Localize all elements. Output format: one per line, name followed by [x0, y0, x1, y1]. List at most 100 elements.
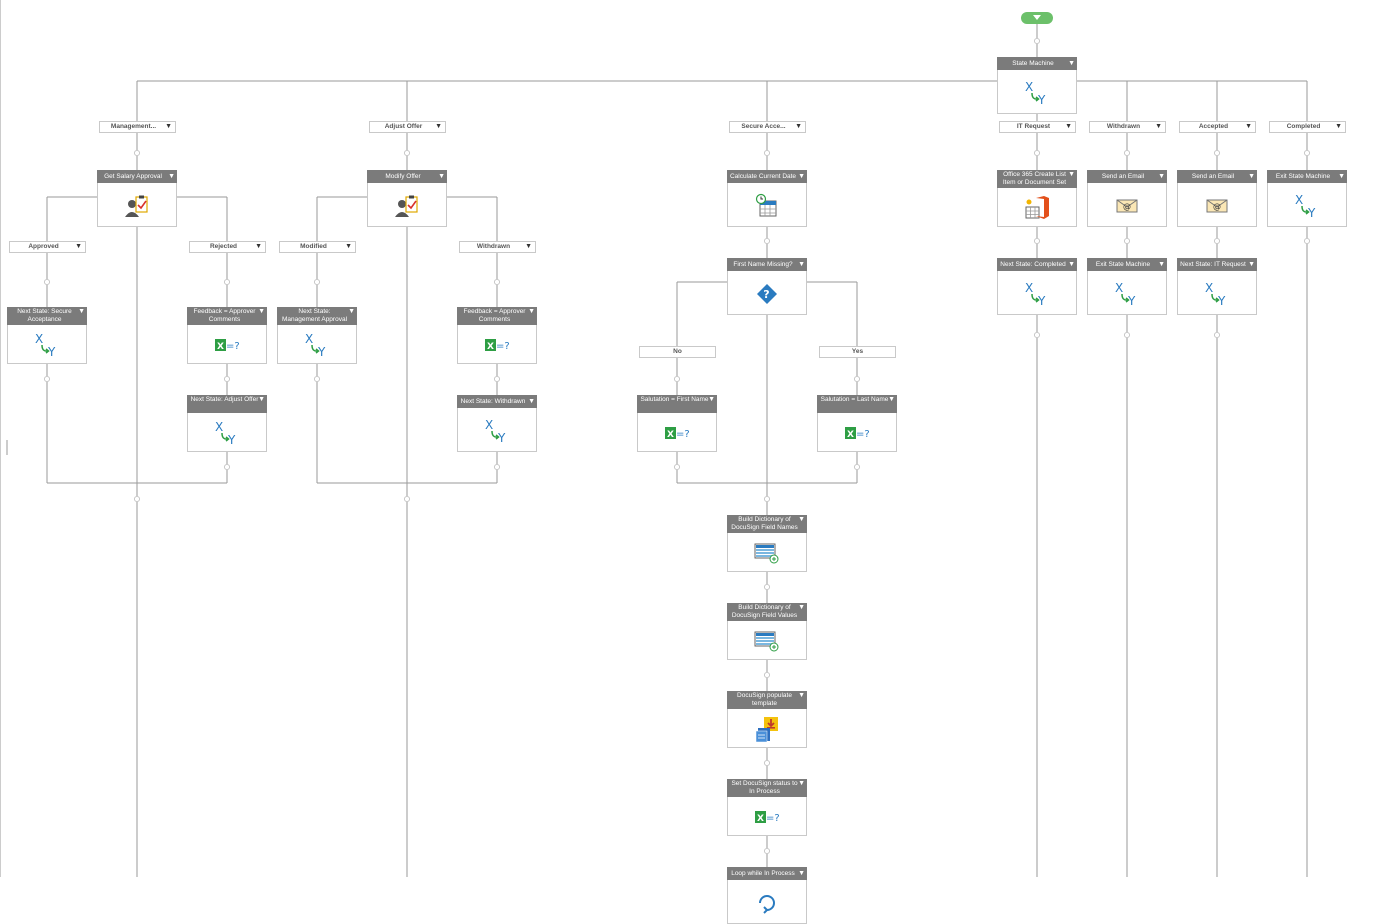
node-header[interactable]: Get Salary Approval▼: [97, 170, 177, 183]
node-header[interactable]: First Name Missing?▼: [727, 258, 807, 271]
action-node-salutation-last-name[interactable]: Salutation = Last Name▼X=?: [817, 395, 897, 452]
branch-label-accepted[interactable]: Accepted▼: [1179, 121, 1256, 133]
branch-dropdown-icon[interactable]: ▼: [435, 123, 442, 130]
connector-drop-point[interactable]: [1123, 331, 1131, 339]
connector-drop-point[interactable]: [1123, 149, 1131, 157]
connector-drop-point[interactable]: [313, 375, 321, 383]
branch-dropdown-icon[interactable]: ▼: [75, 243, 82, 250]
node-header[interactable]: Next State: Completed▼: [997, 258, 1077, 271]
connector-drop-point[interactable]: [853, 375, 861, 383]
action-node-first-name-missing[interactable]: First Name Missing?▼?: [727, 258, 807, 315]
node-header[interactable]: DocuSign populate template▼: [727, 691, 807, 709]
node-menu-dropdown-icon[interactable]: ▼: [348, 308, 355, 315]
node-menu-dropdown-icon[interactable]: ▼: [528, 398, 535, 405]
connector-drop-point[interactable]: [1303, 149, 1311, 157]
branch-label-management[interactable]: Management...▼: [99, 121, 176, 133]
node-menu-dropdown-icon[interactable]: ▼: [1158, 173, 1165, 180]
branch-label-withdrawn-2[interactable]: Withdrawn▼: [459, 241, 536, 253]
branch-label-secure-acceptance[interactable]: Secure Acce...▼: [729, 121, 806, 133]
node-header[interactable]: Feedback = Approver Comments▼: [457, 307, 537, 325]
node-menu-dropdown-icon[interactable]: ▼: [1068, 171, 1075, 178]
connector-drop-point[interactable]: [493, 278, 501, 286]
branch-dropdown-icon[interactable]: ▼: [795, 123, 802, 130]
connector-drop-point[interactable]: [493, 375, 501, 383]
branch-label-no[interactable]: No: [639, 346, 716, 358]
action-node-get-salary-approval[interactable]: Get Salary Approval▼: [97, 170, 177, 227]
node-menu-dropdown-icon[interactable]: ▼: [1158, 261, 1165, 268]
branch-dropdown-icon[interactable]: ▼: [255, 243, 262, 250]
connector-drop-point[interactable]: [1213, 149, 1221, 157]
connector-drop-point[interactable]: [493, 463, 501, 471]
node-header[interactable]: Exit State Machine▼: [1087, 258, 1167, 271]
branch-label-withdrawn[interactable]: Withdrawn▼: [1089, 121, 1166, 133]
action-node-salutation-first-name[interactable]: Salutation = First Name▼X=?: [637, 395, 717, 452]
node-header[interactable]: Send an Email▼: [1177, 170, 1257, 183]
branch-label-modified[interactable]: Modified▼: [279, 241, 356, 253]
node-menu-dropdown-icon[interactable]: ▼: [798, 261, 805, 268]
action-node-send-email-accepted[interactable]: Send an Email▼@: [1177, 170, 1257, 227]
action-node-feedback-approver-comments-1[interactable]: Feedback = Approver Comments▼X=?: [187, 307, 267, 364]
branch-label-yes[interactable]: Yes: [819, 346, 896, 358]
connector-drop-point[interactable]: [223, 463, 231, 471]
workflow-start-button[interactable]: [1021, 12, 1053, 24]
action-node-build-dict-field-names[interactable]: Build Dictionary of DocuSign Field Names…: [727, 515, 807, 572]
node-header[interactable]: Set DocuSign status to In Process▼: [727, 779, 807, 797]
connector-drop-point[interactable]: [1033, 331, 1041, 339]
node-header[interactable]: Next State: Secure Acceptance▼: [7, 307, 87, 325]
node-menu-dropdown-icon[interactable]: ▼: [258, 308, 265, 315]
node-menu-dropdown-icon[interactable]: ▼: [1068, 60, 1075, 67]
action-node-send-email-withdrawn[interactable]: Send an Email▼@: [1087, 170, 1167, 227]
branch-dropdown-icon[interactable]: ▼: [1245, 123, 1252, 130]
connector-drop-point[interactable]: [763, 237, 771, 245]
node-header[interactable]: State Machine▼: [997, 57, 1077, 70]
action-node-loop-while-in-process[interactable]: Loop while In Process▼: [727, 867, 807, 924]
node-menu-dropdown-icon[interactable]: ▼: [798, 692, 805, 699]
connector-drop-point[interactable]: [313, 278, 321, 286]
branch-label-completed[interactable]: Completed▼: [1269, 121, 1346, 133]
node-header[interactable]: Modify Offer▼: [367, 170, 447, 183]
connector-drop-point[interactable]: [1033, 237, 1041, 245]
connector-drop-point[interactable]: [763, 847, 771, 855]
connector-drop-point[interactable]: [223, 375, 231, 383]
branch-label-approved[interactable]: Approved▼: [9, 241, 86, 253]
connector-drop-point[interactable]: [763, 583, 771, 591]
connector-drop-point[interactable]: [673, 375, 681, 383]
node-header[interactable]: Next State: Adjust Offer▼: [187, 395, 267, 413]
connector-drop-point[interactable]: [1213, 237, 1221, 245]
action-node-calculate-current-date[interactable]: Calculate Current Date▼: [727, 170, 807, 227]
branch-dropdown-icon[interactable]: ▼: [1065, 123, 1072, 130]
node-menu-dropdown-icon[interactable]: ▼: [888, 396, 895, 403]
connector-drop-point[interactable]: [1213, 331, 1221, 339]
action-node-modify-offer[interactable]: Modify Offer▼: [367, 170, 447, 227]
connector-drop-point[interactable]: [133, 495, 141, 503]
action-node-set-docusign-status[interactable]: Set DocuSign status to In Process▼X=?: [727, 779, 807, 836]
connector-drop-point[interactable]: [1123, 237, 1131, 245]
node-header[interactable]: Next State: Management Approval▼: [277, 307, 357, 325]
branch-dropdown-icon[interactable]: ▼: [1335, 123, 1342, 130]
node-header[interactable]: Loop while In Process▼: [727, 867, 807, 880]
node-header[interactable]: Build Dictionary of DocuSign Field Value…: [727, 603, 807, 621]
node-menu-dropdown-icon[interactable]: ▼: [1338, 173, 1345, 180]
node-menu-dropdown-icon[interactable]: ▼: [798, 173, 805, 180]
node-header[interactable]: Exit State Machine▼: [1267, 170, 1347, 183]
node-menu-dropdown-icon[interactable]: ▼: [1248, 173, 1255, 180]
connector-drop-point[interactable]: [763, 759, 771, 767]
connector-drop-point[interactable]: [763, 495, 771, 503]
node-menu-dropdown-icon[interactable]: ▼: [798, 780, 805, 787]
branch-label-rejected[interactable]: Rejected▼: [189, 241, 266, 253]
node-menu-dropdown-icon[interactable]: ▼: [258, 396, 265, 403]
connector-drop-point[interactable]: [223, 278, 231, 286]
node-menu-dropdown-icon[interactable]: ▼: [798, 516, 805, 523]
node-menu-dropdown-icon[interactable]: ▼: [168, 173, 175, 180]
action-node-docusign-populate-template[interactable]: DocuSign populate template▼: [727, 691, 807, 748]
action-node-build-dict-field-values[interactable]: Build Dictionary of DocuSign Field Value…: [727, 603, 807, 660]
node-header[interactable]: Office 365 Create List Item or Document …: [997, 170, 1077, 188]
node-header[interactable]: Send an Email▼: [1087, 170, 1167, 183]
